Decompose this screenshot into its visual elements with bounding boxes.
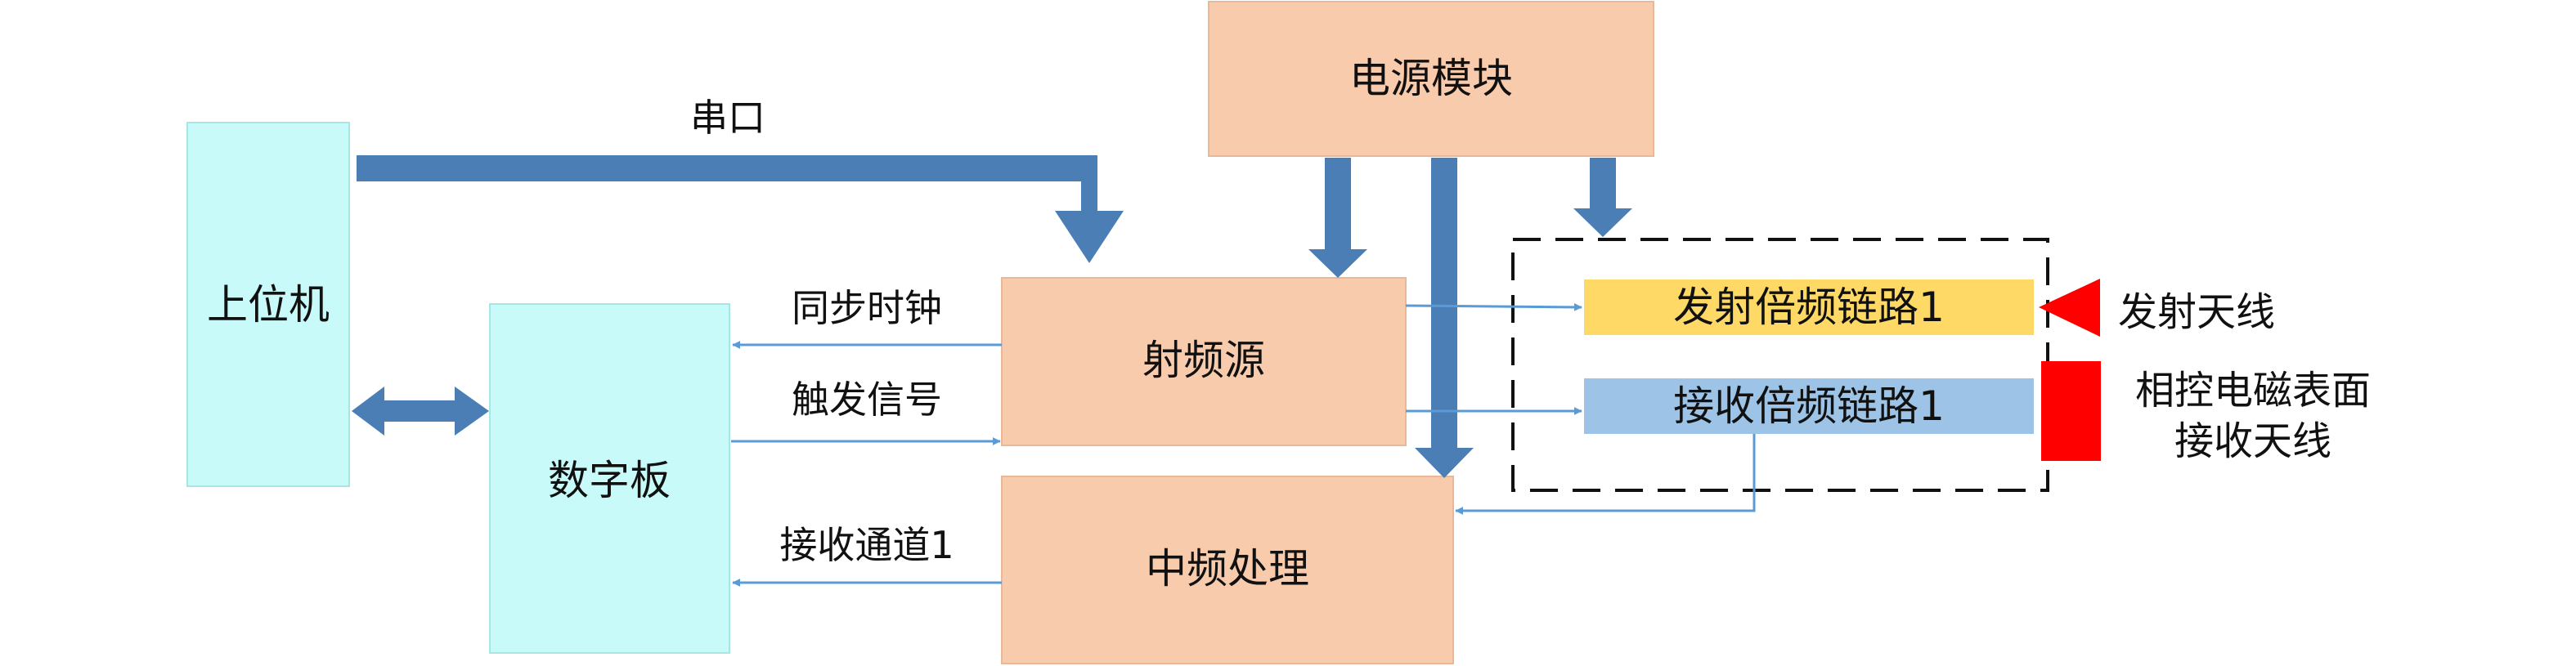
host-digital-bidirectional-arrow — [352, 387, 489, 436]
rf-source-label: 射频源 — [1142, 337, 1265, 384]
tx-chain-box — [1584, 279, 2034, 335]
tx-chain-label: 发射倍频链路1 — [1673, 284, 1945, 331]
rf-to-tx-arrow — [1405, 302, 1582, 311]
rx-chain-label: 接收倍频链路1 — [1673, 382, 1945, 430]
red-rectangle-icon — [2041, 361, 2101, 461]
trigger-label: 触发信号 — [792, 378, 942, 422]
digital-board-box — [489, 303, 730, 654]
rx-antenna-label-line2: 接收天线 — [2174, 418, 2331, 464]
power-to-frontend-arrow — [1573, 158, 1632, 237]
rx-antenna-label-line1: 相控电磁表面 — [2135, 368, 2371, 413]
serial-arrow — [357, 155, 1124, 263]
power-module-box — [1208, 1, 1654, 157]
serial-label: 串口 — [690, 96, 765, 140]
rx-chain-box — [1584, 378, 2034, 434]
if-processing-box — [1001, 476, 1454, 664]
rx-to-if-arrow — [1455, 434, 1756, 515]
tx-antenna-label: 发射天线 — [2118, 289, 2275, 335]
power-module-label: 电源模块 — [1349, 55, 1513, 102]
if-processing-label: 中频处理 — [1146, 545, 1309, 592]
host-box — [186, 122, 350, 487]
red-triangle-icon — [2039, 279, 2100, 337]
host-label: 上位机 — [207, 281, 330, 329]
power-to-if-arrow — [1415, 158, 1474, 478]
rf-frontend-enclosure — [1511, 238, 2049, 492]
digital-board-label: 数字板 — [548, 457, 671, 504]
sync-clock-label: 同步时钟 — [792, 286, 942, 330]
rx-channel-label: 接收通道1 — [779, 523, 954, 567]
rf-source-box — [1001, 277, 1407, 446]
power-to-rf-arrow — [1308, 158, 1367, 278]
